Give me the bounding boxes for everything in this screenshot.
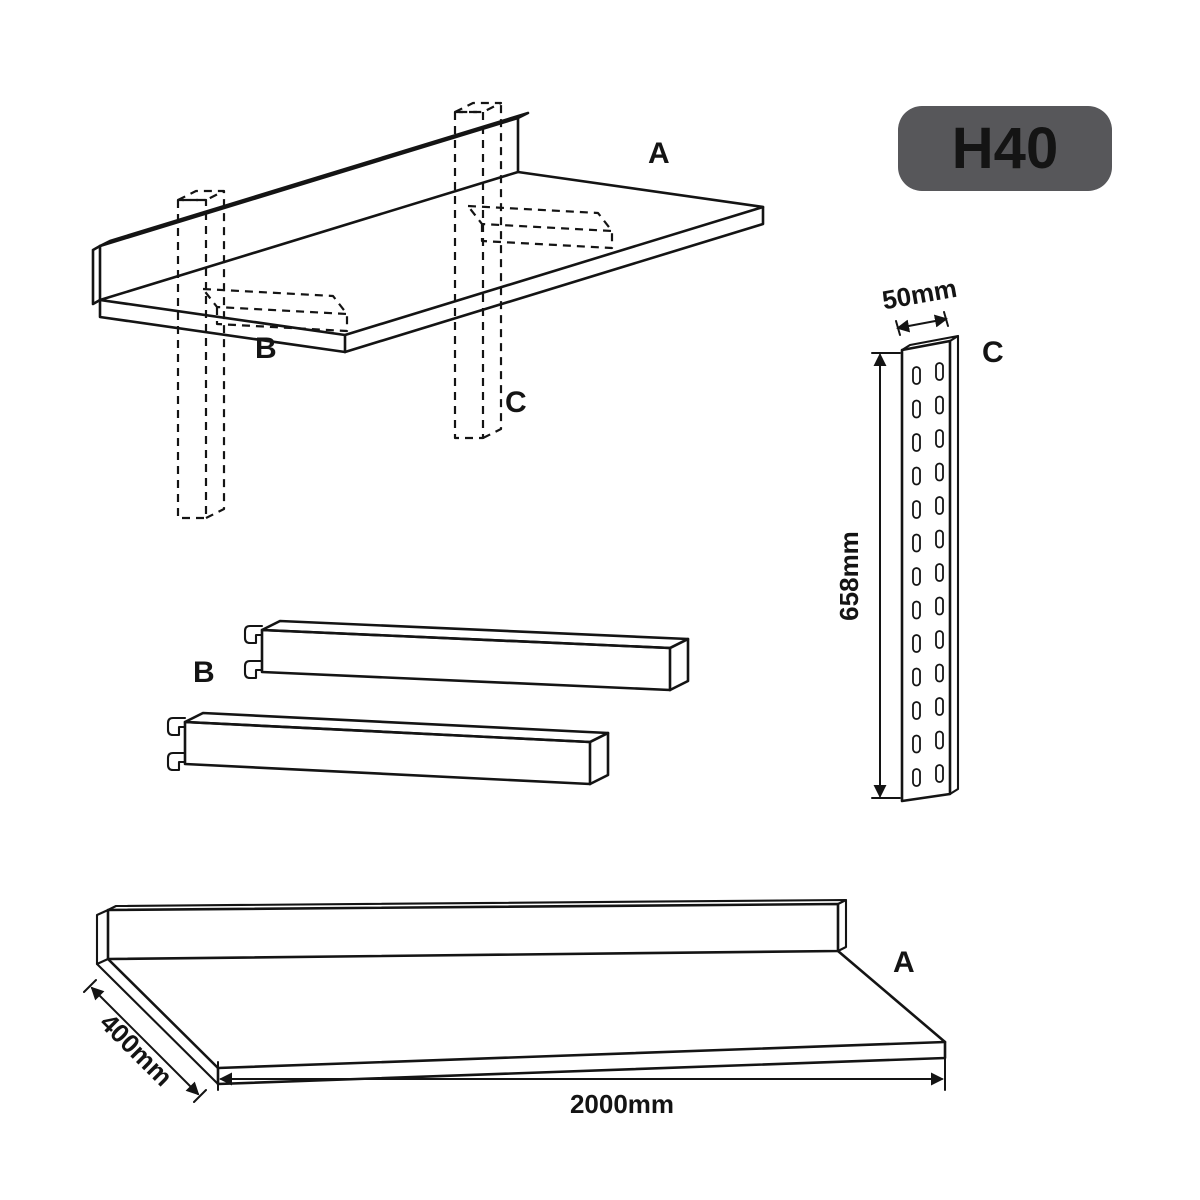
rail-slot (935, 764, 944, 783)
assembly-label-b: B (255, 332, 277, 365)
rail-slot (912, 466, 921, 486)
rail-slot (912, 667, 921, 687)
badge-background (898, 106, 1112, 191)
rail-top-face (900, 334, 960, 352)
bracket-end-face (588, 731, 610, 786)
assembly-phantom-bracket-left (201, 287, 349, 333)
rail-detail-view: 50mm 658mm C (834, 273, 1004, 803)
bracket-front-face (183, 720, 592, 786)
bracket-top-face (183, 711, 610, 744)
assembly-shelf-front-thickness (343, 205, 765, 354)
rail-slot (935, 395, 944, 415)
rail-slot (935, 362, 944, 381)
width-dimension-ticks (895, 311, 949, 336)
rail-slot (935, 429, 944, 448)
rail-slot-holes (912, 362, 944, 787)
rail-slot (935, 462, 944, 482)
shelf-back-panel-top-face (106, 898, 848, 912)
rail-side-face (948, 334, 960, 796)
shelf-top-surface (106, 949, 947, 1070)
rail-slot (912, 701, 921, 720)
rail-slot (935, 730, 944, 750)
rail-slot (935, 697, 944, 716)
depth-dimension-ticks (83, 979, 207, 1103)
height-dimension-ticks (871, 352, 901, 799)
bracket-upper (243, 619, 690, 692)
product-badge: H40 (898, 106, 1112, 191)
assembly-label-a: A (648, 137, 670, 170)
bracket-hook-bottom (166, 751, 187, 772)
phantom-rail-top (176, 189, 226, 202)
rail-slot (912, 600, 921, 620)
shelf-length-dimension: 2000mm (217, 1051, 946, 1119)
assembly-shelf-left-thickness (98, 298, 347, 354)
rail-width-dimension: 50mm (880, 273, 959, 336)
assembly-shelf-top-surface (98, 170, 765, 337)
shelf-depth-dimension: 400mm (83, 979, 207, 1103)
shelf-back-panel-right-cap (836, 898, 848, 953)
rail-slot (935, 496, 944, 515)
brackets-detail-view: B (166, 619, 690, 786)
rail-slot (912, 768, 921, 787)
bracket-front-face (260, 628, 672, 692)
length-dimension-ticks (217, 1051, 946, 1091)
badge-label: H40 (952, 116, 1058, 181)
rail-slot (935, 563, 944, 582)
rail-slot (935, 529, 944, 549)
phantom-rail-top (453, 101, 503, 114)
rail-slot (912, 366, 921, 385)
width-dimension-line (896, 314, 948, 333)
rail-slot (912, 500, 921, 519)
phantom-rail-side (205, 191, 226, 519)
phantom-rail-front (453, 110, 485, 440)
rail-slot (912, 734, 921, 754)
rail-slot (912, 533, 921, 553)
assembly-phantom-rail-left (176, 189, 226, 520)
assembly-phantom-rail-right (453, 101, 503, 440)
rail-slot (935, 630, 944, 649)
rail-slot (912, 634, 921, 653)
bracket-hook-bottom (243, 659, 264, 680)
rail-slot (912, 567, 921, 586)
rail-label-c: C (982, 336, 1004, 369)
phantom-rail-side (482, 103, 503, 439)
rail-width-value: 50mm (880, 273, 959, 316)
bracket-end-face (668, 637, 690, 692)
bracket-hook-top (243, 624, 264, 645)
shelf-back-panel-left-cap (95, 908, 110, 966)
rail-height-dimension: 658mm (834, 352, 901, 799)
shelf-depth-value: 400mm (94, 1007, 179, 1092)
depth-dimension-line (90, 986, 200, 1096)
brackets-label-b: B (193, 656, 215, 689)
shelf-length-value: 2000mm (570, 1089, 674, 1119)
shelf-back-panel-front-face (106, 902, 840, 961)
bracket-lower (166, 711, 610, 786)
assembly-view: A B C (91, 101, 765, 520)
rail-height-value: 658mm (834, 531, 864, 621)
rail-slot (912, 433, 921, 452)
shelf-detail-view: 400mm 2000mm A (83, 898, 947, 1119)
shelf-label-a: A (893, 946, 915, 979)
phantom-rail-front (176, 198, 208, 520)
bracket-top-face (260, 619, 690, 650)
assembly-phantom-bracket-right (466, 204, 614, 250)
assembly-label-c: C (505, 386, 527, 419)
bracket-hook-top (166, 716, 187, 737)
assembly-back-panel-top-face (98, 111, 530, 248)
rail-slot (912, 399, 921, 419)
assembly-back-panel-left-cap (91, 244, 102, 306)
rail-slot (935, 663, 944, 683)
rail-slot (935, 596, 944, 616)
